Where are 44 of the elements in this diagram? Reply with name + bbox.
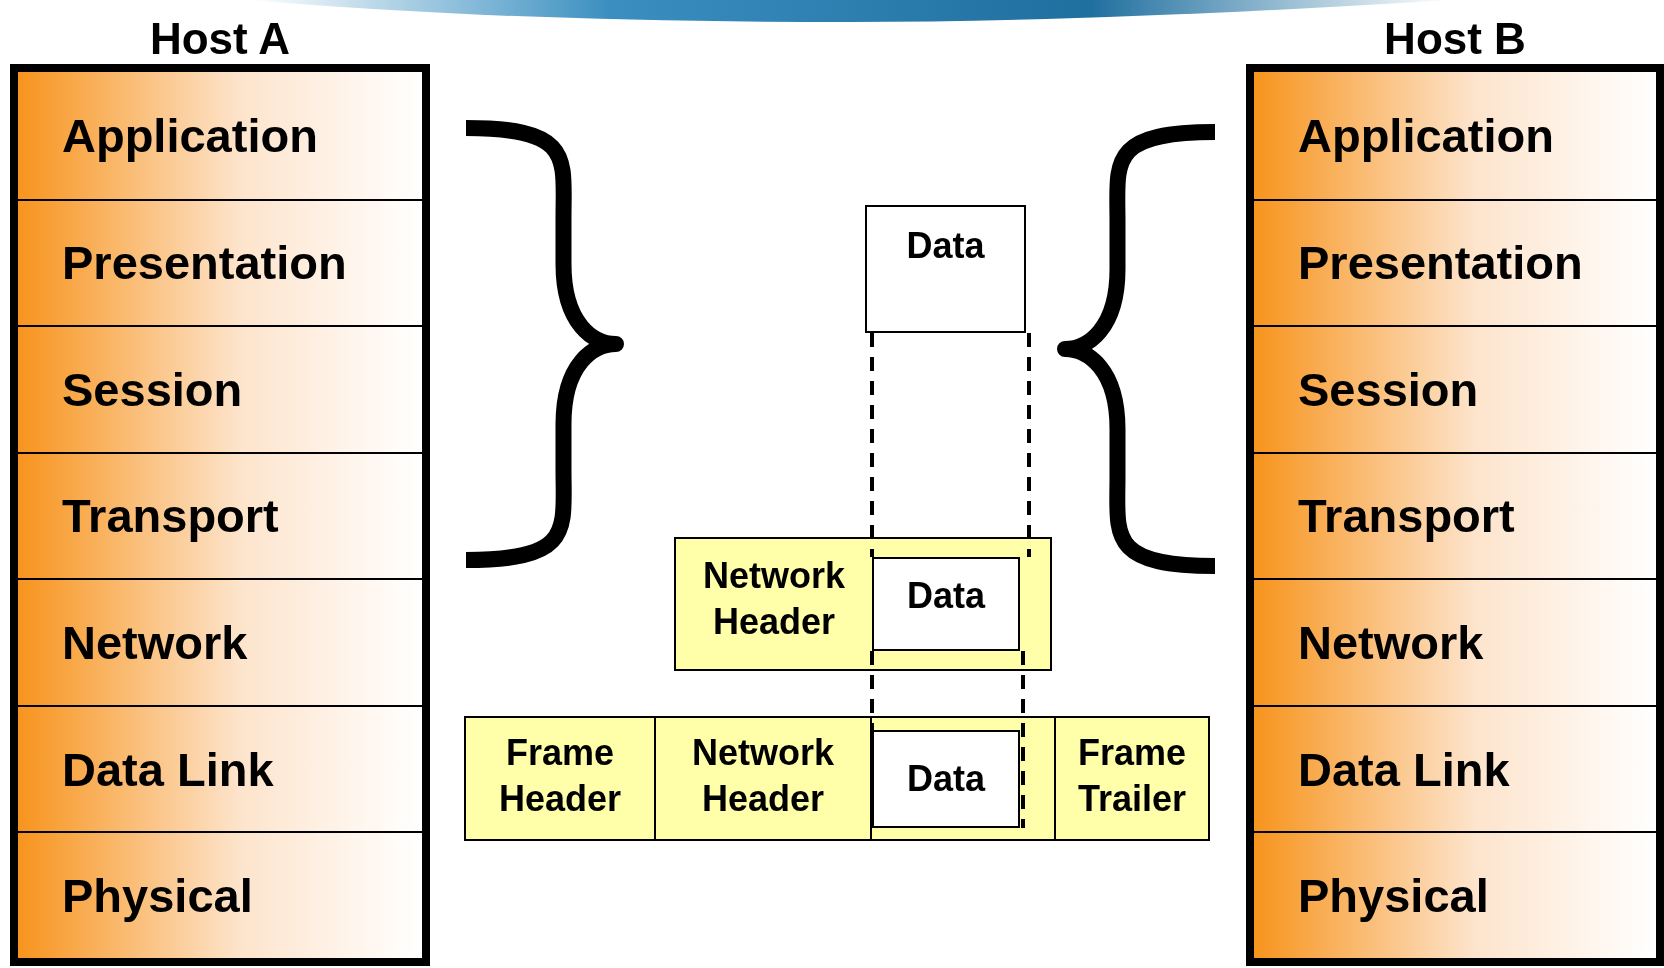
layer-name: Presentation <box>1298 235 1583 291</box>
layer-stack <box>1246 64 1664 966</box>
layer-name: Session <box>62 361 243 417</box>
field-label: Network Header <box>691 731 835 821</box>
layer-name: Transport <box>62 488 279 544</box>
layer-band <box>1254 704 1656 832</box>
layer-band <box>18 578 422 705</box>
dashed-guide-line <box>870 649 1025 830</box>
stack-heading: Host B <box>1383 14 1527 64</box>
layer-name: Application <box>62 107 318 163</box>
data-label: Data <box>906 574 987 618</box>
layer-name: Data Link <box>1298 741 1510 797</box>
header-label: Network Header <box>702 554 846 644</box>
layer-name: Transport <box>1298 488 1515 544</box>
layer-name: Session <box>1298 361 1479 417</box>
layer-name: Physical <box>1298 868 1489 924</box>
layer-band <box>1254 831 1656 958</box>
layer-band <box>18 325 422 452</box>
layer-band <box>1254 578 1656 705</box>
packet-box <box>674 537 1052 671</box>
data-label: Data <box>906 757 987 801</box>
field-label: Frame Trailer <box>1076 731 1188 821</box>
layer-name: Data Link <box>62 741 274 797</box>
layer-band <box>1254 325 1656 452</box>
layer-name: Network <box>62 615 248 671</box>
layer-name: Presentation <box>62 235 347 291</box>
layer-band <box>18 451 422 579</box>
layer-name: Network <box>1298 615 1484 671</box>
layer-band <box>18 704 422 832</box>
layer-name: Application <box>1298 107 1554 163</box>
layer-band <box>18 198 422 326</box>
layer-stack <box>10 64 430 966</box>
field-label: Frame Header <box>497 731 623 821</box>
layer-name: Physical <box>62 868 253 924</box>
data-box <box>872 730 1020 828</box>
dashed-guide-line <box>870 331 1031 559</box>
layer-band <box>1254 198 1656 326</box>
data-box <box>872 557 1020 651</box>
data-box <box>865 205 1026 333</box>
layer-band <box>1254 451 1656 579</box>
layer-band <box>18 831 422 958</box>
data-label: Data <box>905 224 986 268</box>
frame-box <box>464 716 1210 841</box>
stack-heading: Host A <box>148 14 292 64</box>
